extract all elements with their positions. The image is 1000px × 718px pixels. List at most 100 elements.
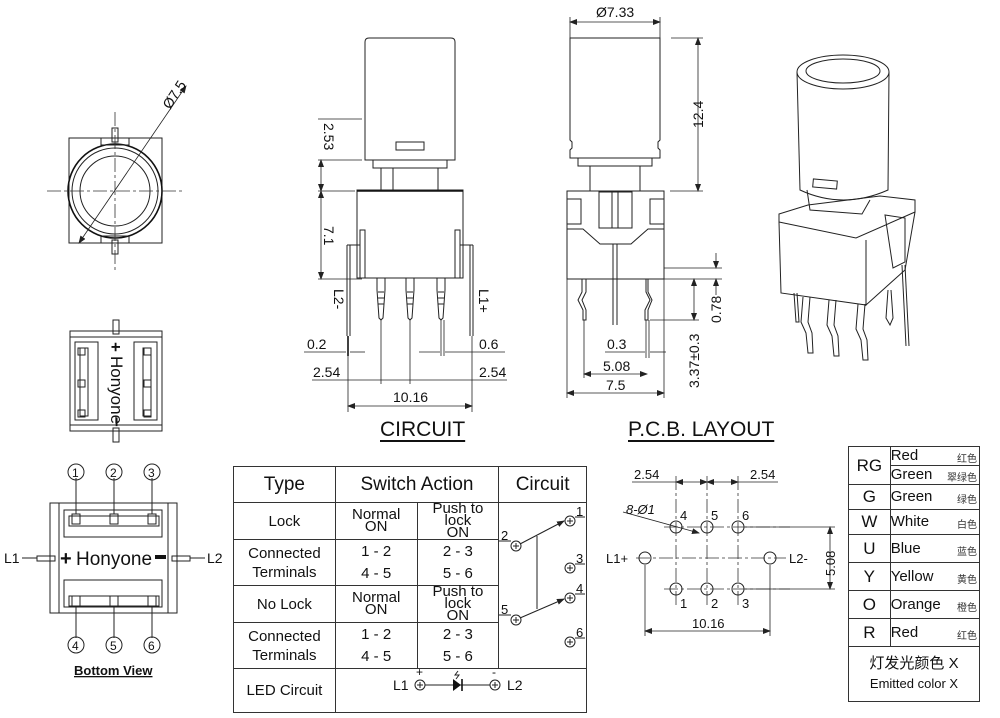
color-code: G — [848, 484, 891, 510]
isometric-view — [778, 54, 916, 361]
pcb-lead-l1: L1+ — [606, 551, 628, 566]
circuit-heading: CIRCUIT — [380, 418, 466, 441]
bottom-lead-l1: L1 — [4, 550, 20, 566]
bottom-view: 1 2 3 4 5 6 L1 L2 + Honyone Bottom View — [4, 463, 223, 678]
front-label-l2: L2- — [331, 289, 347, 310]
emitted-color-cn: 灯发光颜色 X — [869, 655, 959, 672]
front-dim-2-54-right: 2.54 — [479, 364, 506, 380]
bottom-pin-4: 4 — [72, 639, 79, 653]
bottom-pin-2: 2 — [110, 466, 117, 480]
front-dim-7-1: 7.1 — [321, 226, 337, 246]
housing-brand-text: Honyone — [107, 356, 126, 424]
pcb-heading: P.C.B. LAYOUT — [628, 418, 775, 441]
front-dim-2-53: 2.53 — [321, 123, 337, 150]
row-type-no-lock: No Lock — [233, 585, 336, 623]
side-dim-0-3: 0.3 — [607, 336, 627, 352]
bottom-pin-1: 1 — [72, 466, 79, 480]
front-dim-0-2: 0.2 — [307, 336, 327, 352]
color-code: W — [848, 509, 891, 535]
housing-plus-mark: + — [106, 342, 125, 352]
side-dim-7-5: 7.5 — [606, 377, 626, 393]
pcb-dim-5-08: 5.08 — [823, 551, 838, 576]
front-dim-10-16: 10.16 — [393, 389, 428, 405]
pcb-dim-2-54-right: 2.54 — [750, 467, 775, 482]
pcb-pin-5: 5 — [711, 508, 718, 523]
emitted-color-en: Emitted color X — [869, 676, 959, 691]
bottom-pin-5: 5 — [110, 639, 117, 653]
color-code: R — [848, 618, 891, 647]
schematic-cell — [498, 502, 587, 669]
side-dim-cap-diameter: Ø7.33 — [596, 4, 634, 20]
emitted-color-note: 灯发光颜色 X Emitted color X — [848, 646, 980, 702]
color-code: Y — [848, 562, 891, 591]
header-switch-action: Switch Action — [334, 466, 500, 503]
row-type-lock: Lock — [233, 502, 336, 540]
side-dim-5-08: 5.08 — [603, 358, 630, 374]
table-row: LED Circuit — [233, 668, 588, 713]
bottom-pin-3: 3 — [148, 466, 155, 480]
pcb-pin-6: 6 — [742, 508, 749, 523]
side-view: Ø7.33 12.4 0.78 3.37±0.3 0.3 5.08 7.5 — [566, 4, 724, 398]
pcb-dim-holes: 8-Ø1 — [626, 502, 655, 517]
led-circuit-label: LED Circuit — [233, 668, 336, 713]
color-footer-row: 灯发光颜色 X Emitted color X — [848, 646, 980, 702]
header-circuit: Circuit — [498, 466, 587, 503]
front-dim-0-6: 0.6 — [479, 336, 499, 352]
table-header-row: Type Switch Action Circuit — [233, 466, 587, 503]
bottom-lead-l2: L2 — [207, 550, 223, 566]
pcb-lead-l2: L2- — [789, 551, 808, 566]
pcb-pin-3: 3 — [742, 596, 749, 611]
header-type: Type — [233, 466, 336, 503]
front-view: 2.53 7.1 L2- L1+ 0.2 0.6 2.54 2.54 10.16 — [304, 37, 507, 412]
led-circuit-cell — [334, 668, 588, 713]
pcb-pin-4: 4 — [680, 508, 687, 523]
housing-bottom-view: + Honyone − — [69, 319, 163, 443]
svg-text:+: + — [60, 548, 72, 570]
side-dim-12-4: 12.4 — [690, 101, 706, 128]
side-dim-3-37: 3.37±0.3 — [686, 333, 702, 388]
top-view: Ø7.5 — [47, 77, 189, 272]
pcb-dim-10-16: 10.16 — [692, 616, 725, 631]
pcb-pin-1: 1 — [680, 596, 687, 611]
side-dim-0-78: 0.78 — [708, 296, 724, 323]
bottom-brand-text: Honyone — [76, 549, 152, 570]
color-code: RG — [848, 446, 891, 485]
pcb-pin-2: 2 — [711, 596, 718, 611]
pcb-layout: 2.54 2.54 8-Ø1 4 5 6 1 2 3 L1+ L2- 5.08 … — [606, 467, 838, 636]
color-code: U — [848, 534, 891, 563]
front-label-l1: L1+ — [476, 289, 492, 313]
housing-minus-mark: − — [107, 417, 126, 427]
front-dim-2-54-left: 2.54 — [313, 364, 340, 380]
top-view-diameter: Ø7.5 — [159, 77, 189, 111]
